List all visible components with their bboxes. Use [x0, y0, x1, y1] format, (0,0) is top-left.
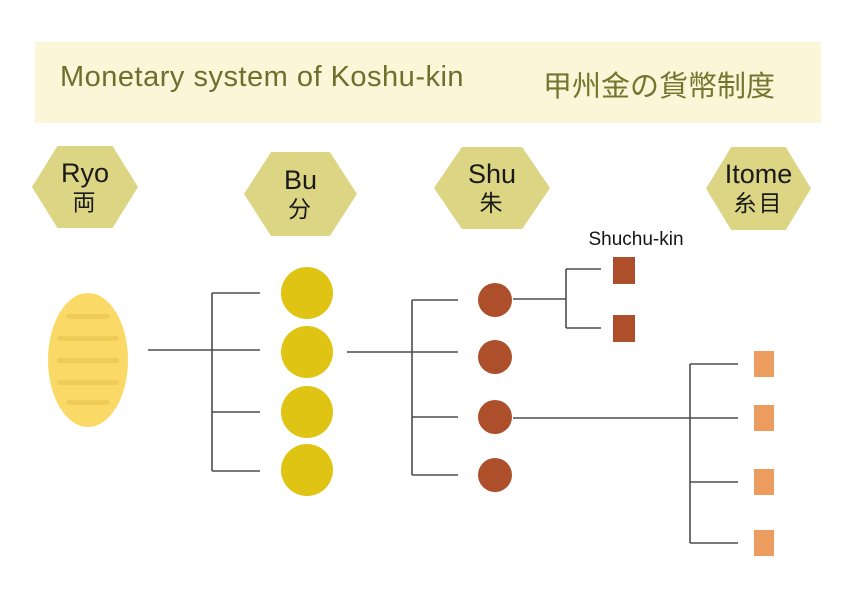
bu-label-en: Bu [283, 164, 318, 195]
shuchu-kin-square [613, 315, 635, 342]
bu-to-shu-connectors [347, 299, 458, 476]
title-band: Monetary system of Koshu-kin 甲州金の貨幣制度 [35, 42, 821, 123]
bu-circle [281, 267, 333, 319]
shu-circle [478, 400, 512, 434]
shu-label-ja: 朱 [479, 189, 505, 216]
ryo-to-bu-connectors [148, 292, 260, 472]
itome-square [754, 405, 774, 431]
connector-lines [148, 268, 738, 544]
itome-square [754, 530, 774, 556]
shuchu-kin-square [613, 257, 635, 284]
bu-circle [281, 444, 333, 496]
bu-label-ja: 分 [288, 195, 313, 222]
ryo-coin [48, 293, 128, 427]
hexagon-itome: Itome 糸目 [706, 147, 811, 230]
coin-stripe [66, 314, 110, 319]
shu-circle [478, 458, 512, 492]
hexagon-bu: Bu 分 [244, 152, 357, 236]
coin-stripe [66, 400, 110, 405]
coin-stripe [57, 358, 119, 363]
shu-circle [478, 283, 512, 317]
shu-to-itome-connectors [513, 363, 738, 544]
page-title-japanese: 甲州金の貨幣制度 [543, 69, 776, 103]
bu-circle [281, 386, 333, 438]
ryo-coin-stripes [57, 314, 119, 405]
shu-circles [478, 283, 512, 492]
itome-label-en: Itome [724, 159, 793, 190]
itome-square [754, 469, 774, 495]
itome-label-ja: 糸目 [733, 190, 784, 217]
coin-stripe [57, 336, 119, 341]
ryo-label-en: Ryo [60, 157, 109, 188]
bu-circles [281, 267, 333, 496]
itome-square [754, 351, 774, 377]
shu-to-shuchukin-connectors [513, 268, 601, 329]
ryo-label-ja: 両 [72, 188, 98, 215]
shu-circle [478, 340, 512, 374]
shu-label-en: Shu [467, 158, 517, 189]
hexagon-shu: Shu 朱 [434, 147, 550, 229]
coin-stripe [57, 380, 119, 385]
bu-circle [281, 326, 333, 378]
hexagon-ryo: Ryo 両 [32, 146, 138, 228]
itome-squares [754, 351, 774, 556]
shuchu-kin-squares [613, 257, 635, 342]
shuchu-kin-label: Shuchu-kin [588, 229, 684, 250]
page-title-english: Monetary system of Koshu-kin [60, 61, 465, 93]
